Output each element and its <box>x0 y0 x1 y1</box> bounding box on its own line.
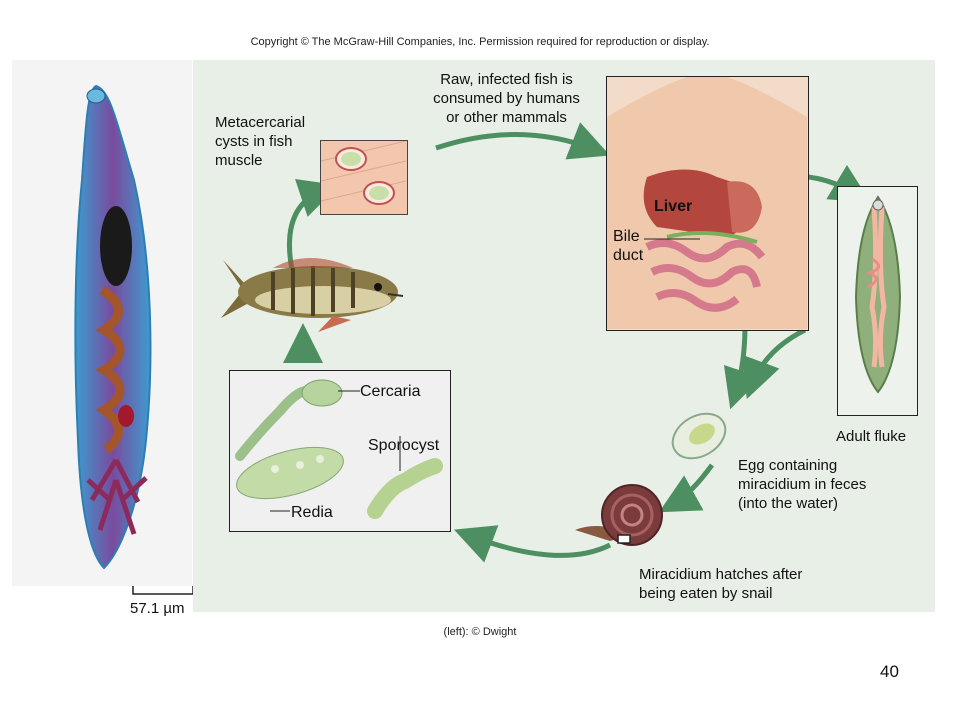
adult-fluke-box <box>837 186 918 416</box>
egg-icon <box>671 412 727 460</box>
adult-fluke-label: Adult fluke <box>836 428 907 445</box>
metacercarial-label: Metacercarial cysts in fish muscle <box>215 114 306 169</box>
page-number: 40 <box>880 662 899 681</box>
redia-label: Redia <box>291 504 333 521</box>
image-credit: (left): © Dwight <box>443 626 517 638</box>
arrow-fish-to-cyst <box>287 178 340 271</box>
cyst-icon <box>321 141 406 205</box>
arrow-human-to-egg <box>723 324 762 410</box>
raw-fish-label: Raw, infected fish is consumed by humans… <box>433 71 580 126</box>
fish-illustration-icon <box>221 258 404 332</box>
human-torso-icon <box>607 77 807 329</box>
arrow-fish-to-human <box>435 122 610 160</box>
larvae-icon <box>235 379 443 519</box>
liver-label: Liver <box>654 198 693 215</box>
arrow-snail-to-larvae <box>453 525 612 563</box>
copyright-notice: Copyright © The McGraw-Hill Companies, I… <box>250 36 710 48</box>
arrow-egg-to-snail <box>658 463 715 513</box>
bile-duct-pointer <box>644 238 700 240</box>
cercaria-label: Cercaria <box>360 383 421 400</box>
snail-icon <box>575 484 663 546</box>
scale-bar-label: 57.1 µm <box>130 600 185 617</box>
cyst-box <box>320 140 408 215</box>
human-torso-box <box>606 76 809 331</box>
micrograph-panel <box>12 60 192 586</box>
fluke-micrograph-icon <box>74 84 152 570</box>
egg-label: Egg containing miracidium in feces (into… <box>738 457 867 512</box>
larvae-box <box>229 370 451 532</box>
miracidium-label: Miracidium hatches after being eaten by … <box>639 566 803 602</box>
adult-fluke-icon <box>854 195 902 394</box>
sporocyst-label: Sporocyst <box>368 437 440 454</box>
arrow-fluke-to-egg <box>741 327 807 400</box>
bile-duct-label: Bile duct <box>613 228 644 264</box>
